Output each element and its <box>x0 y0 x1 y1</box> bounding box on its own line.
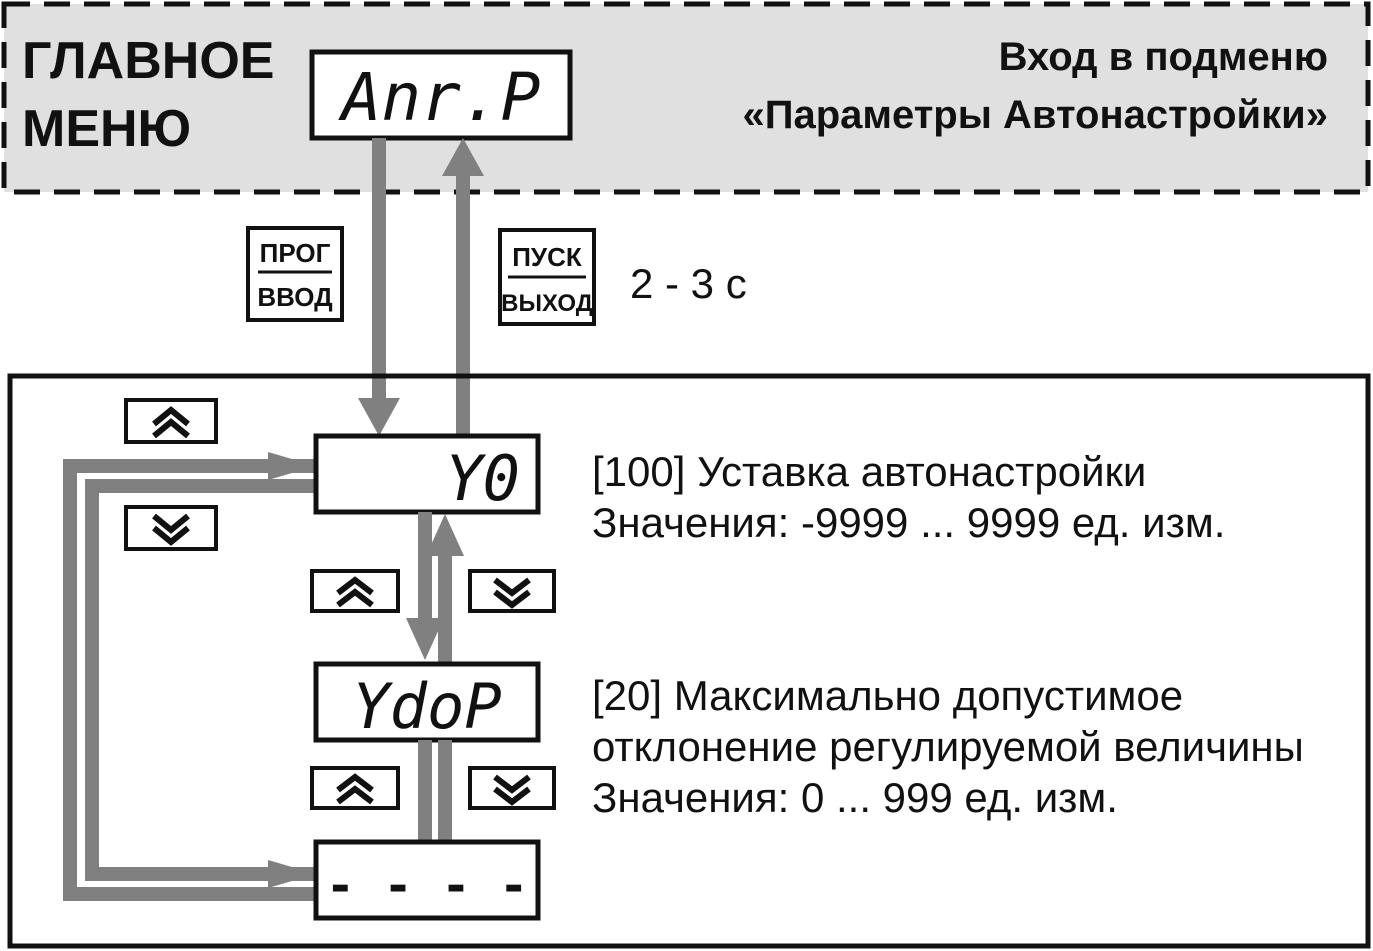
exit-key-label: ВЫХОД <box>501 290 593 317</box>
up-arrow-3-2 <box>438 740 452 842</box>
param1-line2: Значения: -9999 ... 9999 ед. изм. <box>592 499 1225 546</box>
param-display-y0-text: Y0 <box>445 442 520 515</box>
start-exit-key[interactable]: ПУСК ВЫХОД <box>498 228 596 326</box>
double-chevron-down-icon <box>493 774 531 794</box>
param-display-end-text: - - - - <box>326 858 528 914</box>
prog-key-label: ПРОГ <box>260 238 331 268</box>
submenu-entry-line2: «Параметры Автонастройки» <box>742 93 1328 137</box>
param1-line1: [100] Уставка автонастройки <box>592 448 1146 495</box>
up-button-loop[interactable] <box>124 398 218 444</box>
down-arrow-2-3 <box>418 740 432 842</box>
down-button-1[interactable] <box>468 569 556 613</box>
double-chevron-up-icon <box>152 406 190 427</box>
double-chevron-down-icon <box>152 513 190 534</box>
main-menu-panel <box>1 1 1371 195</box>
enter-key-label: ВВОД <box>257 282 333 312</box>
double-chevron-down-icon <box>493 577 531 597</box>
submenu-frame <box>7 373 1371 949</box>
double-chevron-up-icon <box>336 773 374 793</box>
exit-arrow <box>442 138 484 436</box>
main-menu-display-text: Anr.P <box>338 59 541 136</box>
up-button-2[interactable] <box>310 766 400 810</box>
down-button-2[interactable] <box>468 766 556 810</box>
main-menu-title-line2: МЕНЮ <box>22 100 191 158</box>
down-button-loop[interactable] <box>124 505 218 551</box>
param2-line3: Значения: 0 ... 999 ед. изм. <box>592 774 1118 821</box>
param2-line1: [20] Максимально допустимое <box>592 672 1183 719</box>
main-menu-display <box>309 49 573 141</box>
up-button-1[interactable] <box>310 569 400 613</box>
main-menu-title-line1: ГЛАВНОЕ <box>22 32 274 90</box>
enter-arrow <box>358 138 400 436</box>
param2-line2: отклонение регулируемой величины <box>592 723 1304 770</box>
param-display-end <box>313 839 541 921</box>
loop-up-line <box>63 452 316 901</box>
hold-time-label: 2 - 3 с <box>630 260 747 307</box>
up-arrow-2-1 <box>426 514 464 662</box>
param-display-ydop-text: YdoP <box>352 670 501 743</box>
loop-down-line <box>85 479 316 888</box>
submenu-entry-line1: Вход в подменю <box>999 35 1328 79</box>
start-key-label: ПУСК <box>512 242 582 272</box>
down-arrow-1-2 <box>406 512 444 660</box>
double-chevron-up-icon <box>336 576 374 596</box>
prog-enter-key[interactable]: ПРОГ ВВОД <box>246 226 344 322</box>
